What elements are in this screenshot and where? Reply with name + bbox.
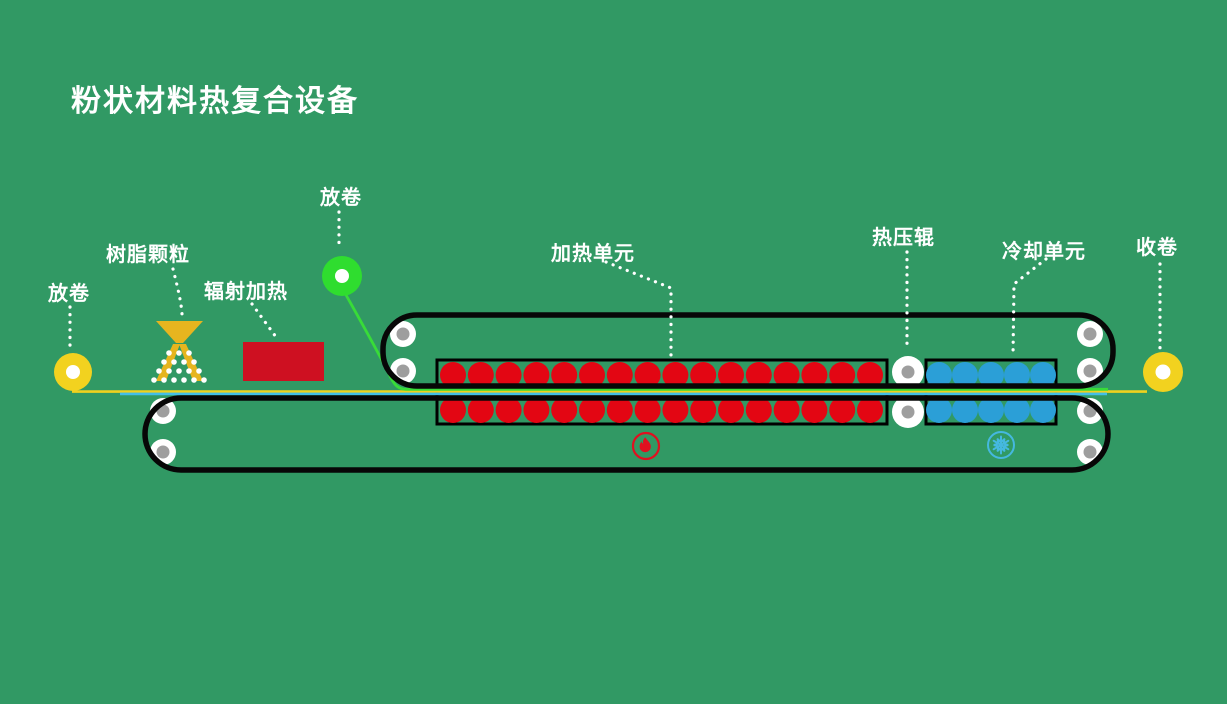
label-unwind-top: 放卷 <box>320 187 362 209</box>
cooling-roller-row-bottom <box>926 397 1056 423</box>
unwind-roller-top <box>322 256 362 296</box>
label-radiant-heating: 辐射加热 <box>204 281 288 303</box>
label-heating-unit: 加热单元 <box>551 243 635 265</box>
page-title: 粉状材料热复合设备 <box>71 85 359 118</box>
radiant-heater-block <box>243 342 324 381</box>
unwind-roller-left <box>54 353 92 391</box>
cooling-roller-row-top <box>926 362 1056 388</box>
label-resin-particles: 树脂颗粒 <box>106 244 190 266</box>
fire-icon <box>631 431 661 461</box>
heating-roller-row-bottom <box>440 397 883 423</box>
resin-particles <box>151 350 207 383</box>
label-hot-press-roller: 热压辊 <box>872 227 935 249</box>
leader-radiant-heating <box>250 302 278 339</box>
hot-press-roller-bottom <box>892 396 924 428</box>
hot-press-roller-top <box>892 356 924 388</box>
snowflake-icon <box>987 431 1015 459</box>
lower-belt <box>142 395 1111 473</box>
rewind-roller <box>1143 352 1183 392</box>
leader-heating-unit <box>604 260 673 357</box>
label-rewind: 收卷 <box>1136 237 1178 259</box>
upper-belt <box>380 312 1116 389</box>
leader-resin-particles <box>171 267 184 316</box>
leader-cooling-unit <box>1011 257 1048 357</box>
label-unwind-left: 放卷 <box>48 283 90 305</box>
heating-roller-row-top <box>440 362 883 388</box>
label-cooling-unit: 冷却单元 <box>1002 241 1086 263</box>
